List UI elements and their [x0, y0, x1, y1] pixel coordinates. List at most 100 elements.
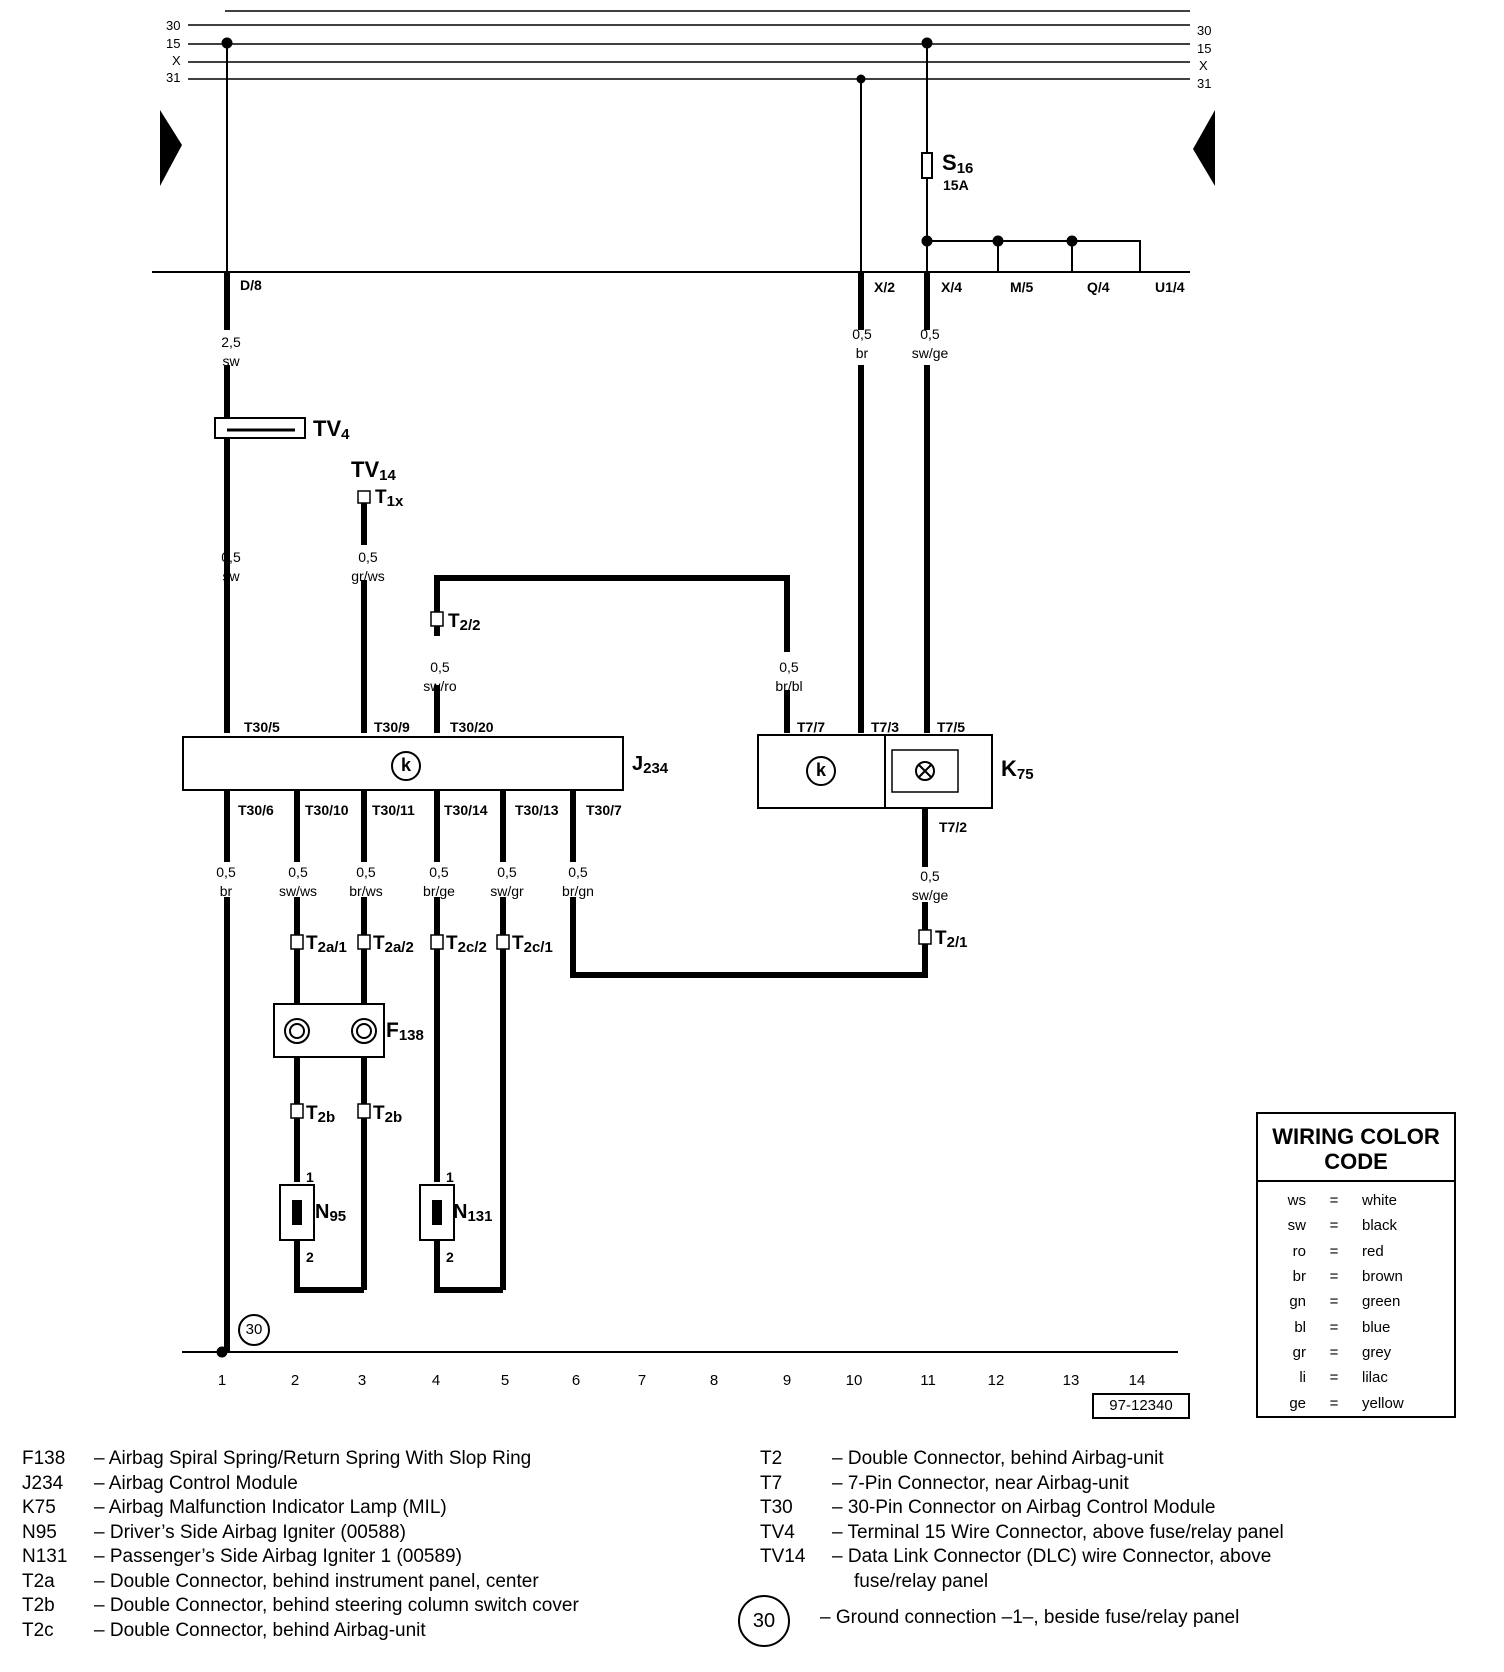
pin-label: T30/20	[450, 719, 494, 735]
pin-label: T30/13	[515, 802, 559, 818]
j234-symbol: k	[391, 751, 421, 781]
pin-label: 1	[446, 1169, 454, 1185]
bus-label-15-left: 15	[166, 36, 181, 51]
legend-code: T2a	[22, 1570, 55, 1592]
pin-label: T7/7	[797, 719, 826, 735]
color-code-name: blue	[1362, 1318, 1391, 1336]
reference-number: 97-12340	[1092, 1393, 1190, 1419]
color-code-code: ro	[1292, 1242, 1306, 1260]
color-code-row: ws=white	[1258, 1188, 1454, 1213]
legend-desc: – Driver’s Side Airbag Igniter (00588)	[94, 1521, 406, 1543]
legend-item: T2b– Double Connector, behind steering c…	[22, 1596, 579, 1615]
legend-item: J234 – Airbag Control Module	[22, 1474, 298, 1493]
column-number: 5	[500, 1372, 510, 1389]
pin-label: T7/5	[937, 719, 966, 735]
color-code-eq: =	[1329, 1217, 1339, 1235]
legend-desc: – 7-Pin Connector, near Airbag-unit	[832, 1472, 1129, 1494]
color-code-code: ws	[1287, 1192, 1306, 1210]
ground-legend-symbol: 30	[738, 1595, 790, 1647]
legend-item: N131– Passenger’s Side Airbag Igniter 1 …	[22, 1547, 462, 1566]
terminal-d8: D/8	[240, 277, 262, 293]
t2-2-label: T2/2	[448, 611, 481, 634]
legend-code: J234	[22, 1472, 64, 1494]
j234-label: J234	[632, 753, 669, 777]
legend-item: F138– Airbag Spiral Spring/Return Spring…	[22, 1449, 531, 1468]
color-code-code: sw	[1287, 1217, 1306, 1235]
t2b-left-label: T2b	[306, 1103, 336, 1126]
t1x-connector	[357, 490, 371, 504]
column-number: 13	[1062, 1372, 1080, 1389]
bus-label-30-left: 30	[166, 18, 181, 33]
pin-label: 2	[306, 1249, 314, 1265]
legend-item: T2– Double Connector, behind Airbag-unit	[760, 1449, 1164, 1468]
terminal-x4: X/4	[941, 279, 963, 295]
legend-item: N95 – Driver’s Side Airbag Igniter (00588…	[22, 1523, 406, 1542]
color-code-name: black	[1362, 1217, 1398, 1235]
fuse-s16-label: S16	[942, 150, 974, 177]
color-code-eq: =	[1329, 1192, 1339, 1210]
terminal-u14: U1/4	[1155, 279, 1185, 295]
pin-label: T30/14	[444, 802, 488, 818]
n95-label: N95	[315, 1201, 347, 1225]
legend-desc: – Double Connector, behind instrument pa…	[94, 1570, 539, 1592]
legend-desc: – Airbag Spiral Spring/Return Spring Wit…	[94, 1448, 532, 1469]
color-code-row: ro=red	[1258, 1239, 1454, 1264]
legend-desc: – Double Connector, behind Airbag-unit	[832, 1448, 1164, 1469]
color-code-name: brown	[1362, 1268, 1403, 1286]
legend-item: K75– Airbag Malfunction Indicator Lamp (…	[22, 1498, 447, 1517]
column-number: 10	[845, 1372, 863, 1389]
bus-label-31-left: 31	[166, 70, 181, 85]
tv14-label: TV14	[351, 457, 396, 484]
legend-code: T30	[760, 1497, 793, 1518]
legend-desc: – Passenger’s Side Airbag Igniter 1 (005…	[94, 1546, 462, 1567]
color-code-name: lilac	[1362, 1369, 1388, 1387]
bus-label-x-left: X	[172, 53, 181, 68]
color-code-code: ge	[1289, 1394, 1306, 1412]
ground-legend-desc: – Ground connection –1–, beside fuse/rel…	[820, 1607, 1240, 1628]
pin-label: T7/3	[871, 719, 900, 735]
color-code-code: li	[1299, 1369, 1306, 1387]
legend-code: N95	[22, 1521, 57, 1543]
color-code-row: gr=grey	[1258, 1340, 1454, 1365]
color-code-name: grey	[1362, 1343, 1392, 1361]
legend-desc: – Airbag Control Module	[94, 1472, 298, 1494]
legend-desc: – Terminal 15 Wire Connector, above fuse…	[832, 1521, 1284, 1543]
legend-code: K75	[22, 1497, 56, 1518]
column-number: 7	[637, 1372, 647, 1389]
color-code-code: br	[1292, 1268, 1306, 1286]
color-code-name: green	[1362, 1293, 1401, 1311]
pin-label: 1	[306, 1169, 314, 1185]
legend-desc: – Double Connector, behind Airbag-unit	[94, 1619, 426, 1641]
ground-symbol: 30	[238, 1314, 270, 1346]
column-number: 11	[920, 1372, 936, 1389]
color-code-row: sw = black	[1258, 1213, 1454, 1238]
color-code-eq: =	[1329, 1343, 1339, 1361]
color-code-code: bl	[1294, 1318, 1306, 1336]
color-code-title: WIRING COLOR CODE	[1258, 1114, 1454, 1182]
bus-label-15-right: 15	[1197, 41, 1212, 56]
t1x-label: T1x	[375, 487, 404, 510]
color-code-name: red	[1362, 1242, 1384, 1260]
legend-desc: fuse/relay panel	[854, 1570, 989, 1592]
terminal-x2: X/2	[874, 279, 896, 295]
pin-label: T30/5	[244, 719, 280, 735]
column-number: 12	[987, 1372, 1005, 1389]
terminal-q4: Q/4	[1087, 279, 1110, 295]
t2c2-label: T2c/2	[446, 933, 487, 956]
color-code-eq: =	[1329, 1293, 1339, 1311]
pin-label: T30/6	[238, 802, 274, 818]
pin-label: T30/9	[374, 719, 410, 735]
legend-code: T2c	[22, 1619, 54, 1641]
color-code-name: yellow	[1362, 1394, 1404, 1412]
